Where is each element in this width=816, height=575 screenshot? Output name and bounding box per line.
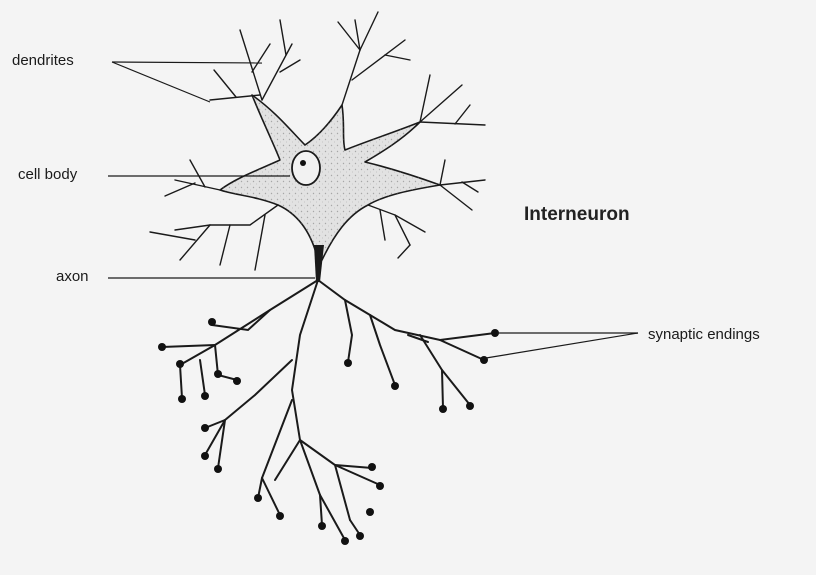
axon-label: axon <box>56 268 89 286</box>
dendrites-label: dendrites <box>12 52 74 70</box>
cell-body-label: cell body <box>18 166 77 184</box>
diagram-title: Interneuron <box>524 204 630 226</box>
nucleus <box>292 151 320 185</box>
synaptic-endings-label: synaptic endings <box>648 326 760 344</box>
cell-body-shape <box>220 95 440 260</box>
dendrites-leader-line <box>112 62 262 63</box>
dendrites-leader-line <box>112 62 210 102</box>
synaptic-endings-leader-line <box>486 333 638 358</box>
axon-shaft <box>314 245 324 282</box>
